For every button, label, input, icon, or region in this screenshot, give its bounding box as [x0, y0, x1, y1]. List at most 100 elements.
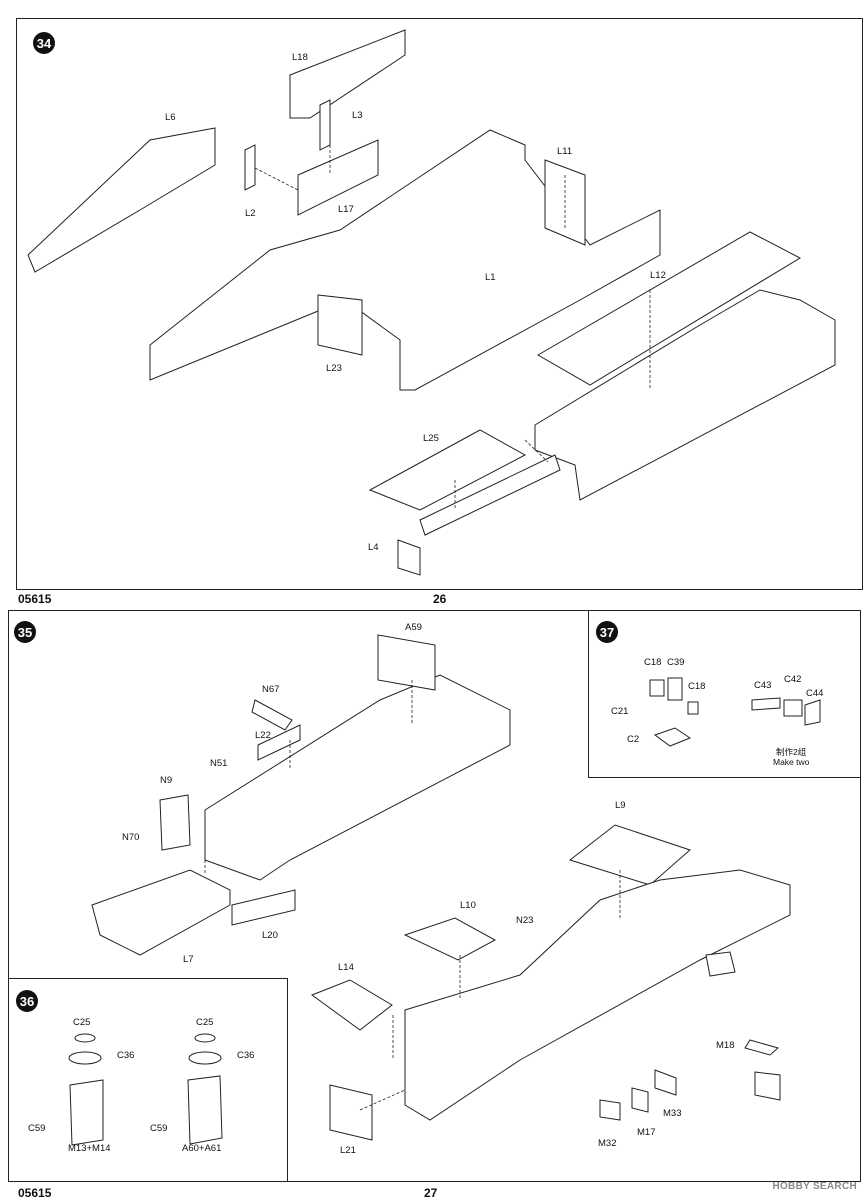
part-M33: [654, 1069, 677, 1096]
part-L12: [537, 231, 802, 386]
step-37-panel: [588, 610, 861, 778]
label-C59-right: C59: [150, 1123, 168, 1134]
part-L14: [310, 979, 393, 1031]
label-L10: L10: [460, 900, 476, 911]
step-37-badge: 37: [596, 621, 618, 643]
page-number-27: 27: [424, 1186, 438, 1200]
label-L9: L9: [615, 800, 626, 811]
label-L2: L2: [245, 208, 256, 219]
label-C42: C42: [784, 674, 802, 685]
label-M17: M17: [637, 1127, 656, 1138]
label-L6: L6: [165, 112, 176, 123]
step-34-badge: 34: [33, 32, 55, 54]
part-L9: [568, 824, 691, 886]
part-M17: [631, 1087, 649, 1113]
part-L20: [231, 889, 296, 926]
part-L17: [297, 139, 379, 216]
part-L4: [397, 539, 421, 576]
label-L14: L14: [338, 962, 354, 973]
label-L18: L18: [292, 52, 308, 63]
part-C39: [667, 677, 683, 701]
label-L22: L22: [255, 730, 271, 741]
label-A60A61: A60+A61: [182, 1143, 222, 1154]
part-M18-box: [754, 1071, 781, 1101]
step-35-badge: 35: [14, 621, 36, 643]
step-35-panel: [8, 610, 861, 1182]
label-L23: L23: [326, 363, 342, 374]
part-extra-box: [705, 951, 736, 977]
part-C36-right: [188, 1051, 222, 1065]
part-L23: [317, 294, 363, 356]
part-N9: [159, 794, 191, 851]
label-M32: M32: [598, 1138, 617, 1149]
label-N51: N51: [210, 758, 228, 769]
part-A60A61: [187, 1075, 223, 1145]
part-hull-35: [204, 674, 511, 881]
label-C18b: C18: [688, 681, 706, 692]
note-make-two-en: Make two: [773, 757, 810, 767]
label-N9: N9: [160, 775, 173, 786]
label-M33: M33: [663, 1108, 682, 1119]
label-M18: M18: [716, 1040, 735, 1051]
label-L17: L17: [338, 204, 354, 215]
label-L12: L12: [650, 270, 666, 281]
part-C2: [653, 727, 692, 747]
part-L18: [289, 29, 406, 119]
label-N70: N70: [122, 832, 140, 843]
part-L3: [319, 99, 331, 151]
step-34-panel: [16, 18, 863, 590]
label-C44: C44: [806, 688, 824, 699]
label-C43: C43: [754, 680, 772, 691]
label-C21: C21: [611, 706, 629, 717]
part-hull-big: [404, 869, 791, 1121]
label-L21: L21: [340, 1145, 356, 1156]
part-L6: [27, 127, 216, 273]
part-C25-left: [74, 1033, 96, 1043]
label-L3: L3: [352, 110, 363, 121]
label-C59-left: C59: [28, 1123, 46, 1134]
label-C39: C39: [667, 657, 685, 668]
part-C25-right: [194, 1033, 216, 1043]
part-L1: [149, 129, 661, 391]
label-C25-left: C25: [73, 1017, 91, 1028]
part-C36-left: [68, 1051, 102, 1065]
label-C36-left: C36: [117, 1050, 135, 1061]
label-L11: L11: [557, 146, 573, 157]
page-code-top: 05615: [18, 592, 52, 606]
step-36-badge: 36: [16, 990, 38, 1012]
label-C25-right: C25: [196, 1017, 214, 1028]
label-L4: L4: [368, 542, 379, 553]
part-C44: [804, 699, 821, 726]
label-A59: A59: [405, 622, 422, 633]
part-L10: [403, 917, 497, 961]
label-L25: L25: [423, 433, 439, 444]
part-L21: [329, 1084, 373, 1141]
watermark: HOBBY SEARCH: [772, 1181, 857, 1192]
part-C42: [783, 699, 803, 717]
part-L2: [244, 144, 256, 191]
part-L4-strip: [419, 454, 561, 536]
page-number-26: 26: [433, 592, 447, 606]
part-C18a: [649, 679, 665, 697]
part-C43: [751, 697, 781, 711]
part-M18: [744, 1039, 780, 1056]
part-N67: [251, 699, 293, 731]
label-C36-right: C36: [237, 1050, 255, 1061]
label-N23: N23: [516, 915, 534, 926]
label-L20: L20: [262, 930, 278, 941]
part-A59: [377, 634, 436, 691]
label-C18a: C18: [644, 657, 662, 668]
label-L7: L7: [183, 954, 194, 965]
part-C18b: [687, 701, 699, 715]
label-L1: L1: [485, 272, 496, 283]
part-L22: [257, 724, 301, 761]
note-make-two-cn: 制作2组: [776, 747, 807, 757]
part-L7: [91, 869, 231, 956]
label-C2: C2: [627, 734, 640, 745]
page-code-bottom: 05615: [18, 1186, 52, 1200]
part-M32: [599, 1099, 621, 1121]
label-M13M14: M13+M14: [68, 1143, 111, 1154]
label-N67: N67: [262, 684, 280, 695]
step-36-panel: [8, 978, 288, 1182]
